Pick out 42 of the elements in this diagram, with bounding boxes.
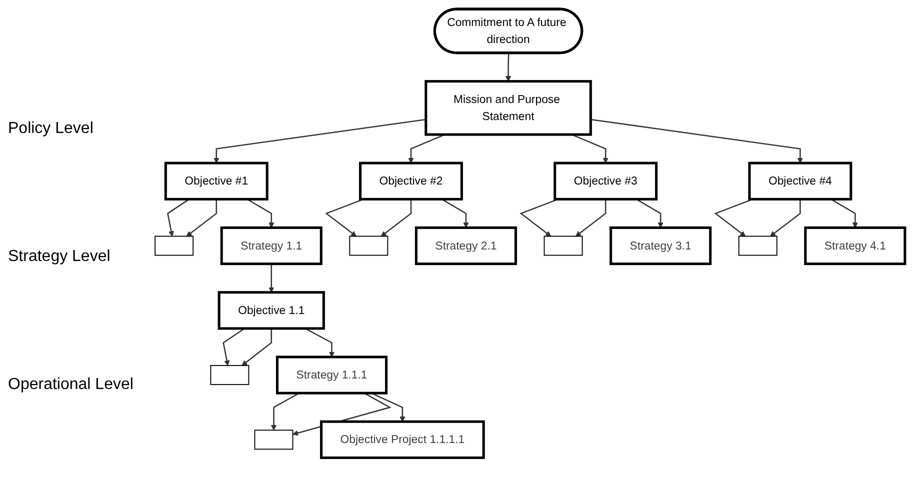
node-box: Objective #1	[164, 162, 268, 200]
arrow	[520, 198, 559, 237]
arrow	[590, 118, 803, 164]
level-label: Operational Level	[8, 376, 134, 394]
arrow	[830, 198, 858, 228]
arrow	[506, 53, 512, 82]
node-box: Strategy 4.1	[804, 226, 906, 266]
arrow	[371, 392, 406, 422]
node-box	[349, 236, 388, 256]
arrow	[270, 392, 300, 430]
arrow	[441, 198, 469, 228]
arrow	[636, 198, 664, 228]
node-box: Mission and Purpose Statement	[424, 80, 592, 136]
node-box: Strategy 1.1	[220, 226, 322, 266]
arrow	[575, 199, 606, 237]
node-box	[544, 236, 583, 256]
arrow	[246, 198, 274, 228]
arrow	[770, 199, 801, 237]
arrow	[304, 328, 335, 358]
arrow	[380, 199, 412, 237]
node-box	[210, 365, 250, 386]
arrow	[167, 198, 190, 237]
node-box: Strategy 3.1	[610, 226, 712, 266]
arrow	[268, 264, 274, 293]
arrow	[222, 328, 245, 366]
node-box: Objective #3	[554, 162, 658, 200]
arrow	[186, 199, 218, 237]
node-box: Objective #4	[748, 162, 852, 200]
arrow	[325, 198, 364, 237]
node-box: Objective 1.1	[218, 291, 325, 330]
node-box	[154, 236, 194, 256]
node-box	[738, 236, 778, 256]
node-box	[254, 430, 294, 450]
level-label: Strategy Level	[8, 248, 112, 266]
node-box: Strategy 1.1.1	[276, 356, 388, 394]
node-box: Objective #2	[359, 162, 463, 200]
arrow	[214, 118, 426, 164]
level-label: Policy Level	[8, 120, 94, 138]
arrow	[714, 198, 754, 237]
node-box: Strategy 2.1	[414, 226, 517, 266]
node-box: Objective Project 1.1.1.1	[320, 420, 485, 460]
arrow	[242, 328, 272, 366]
